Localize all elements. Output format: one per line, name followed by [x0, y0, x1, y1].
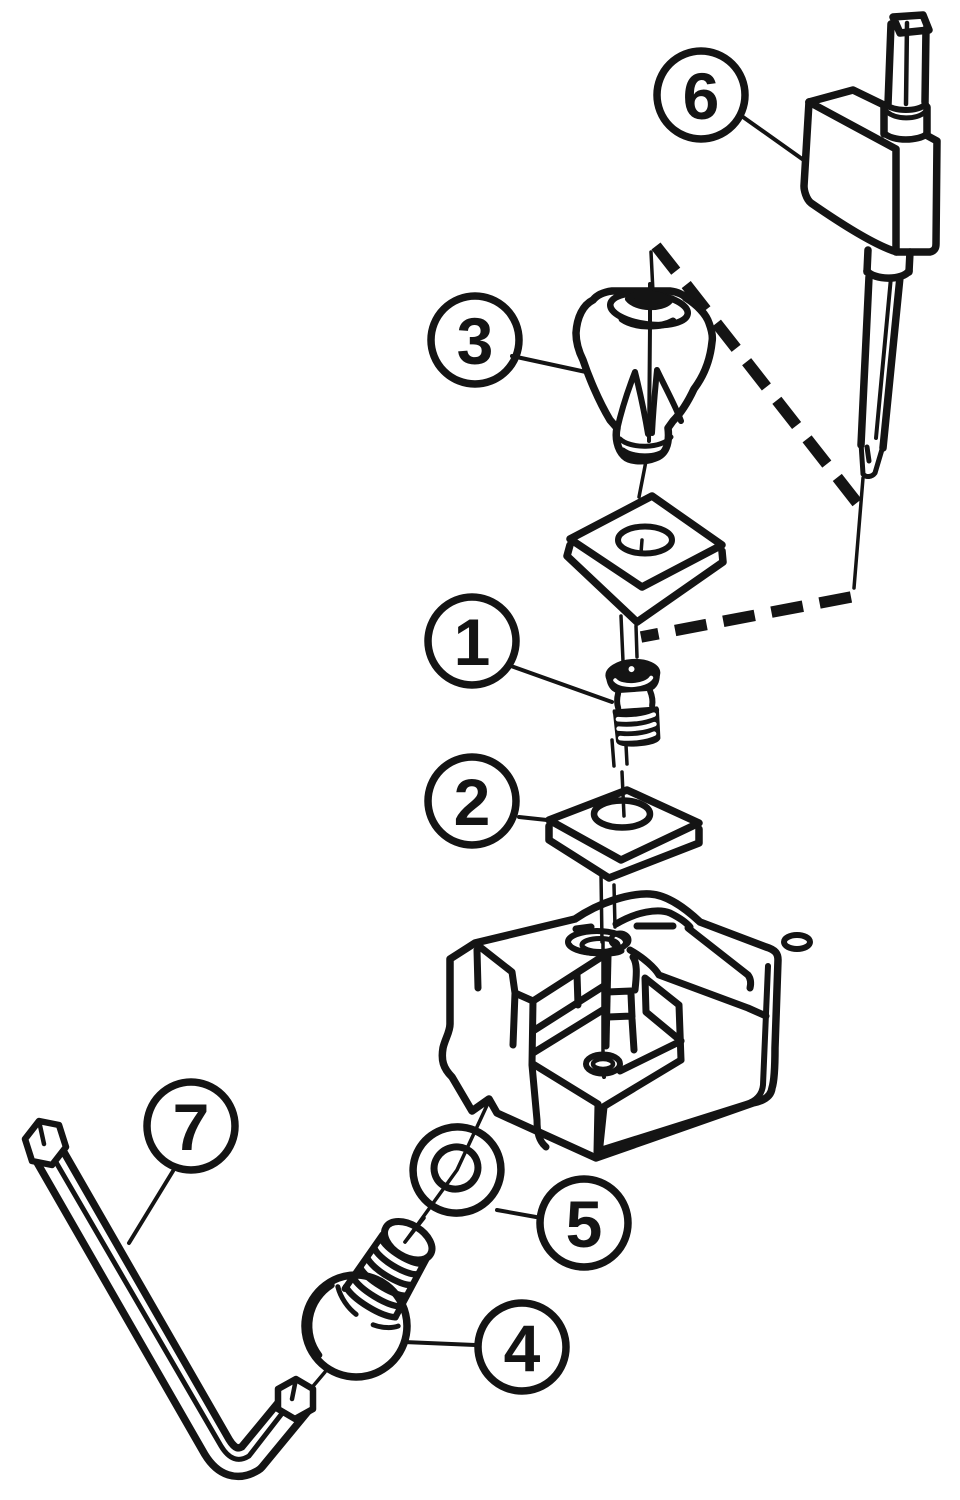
- svg-text:6: 6: [683, 59, 720, 133]
- svg-text:3: 3: [457, 304, 494, 378]
- svg-text:7: 7: [173, 1090, 210, 1164]
- svg-text:2: 2: [454, 765, 491, 839]
- svg-text:1: 1: [454, 605, 491, 679]
- svg-text:5: 5: [566, 1187, 603, 1261]
- svg-text:4: 4: [504, 1311, 541, 1385]
